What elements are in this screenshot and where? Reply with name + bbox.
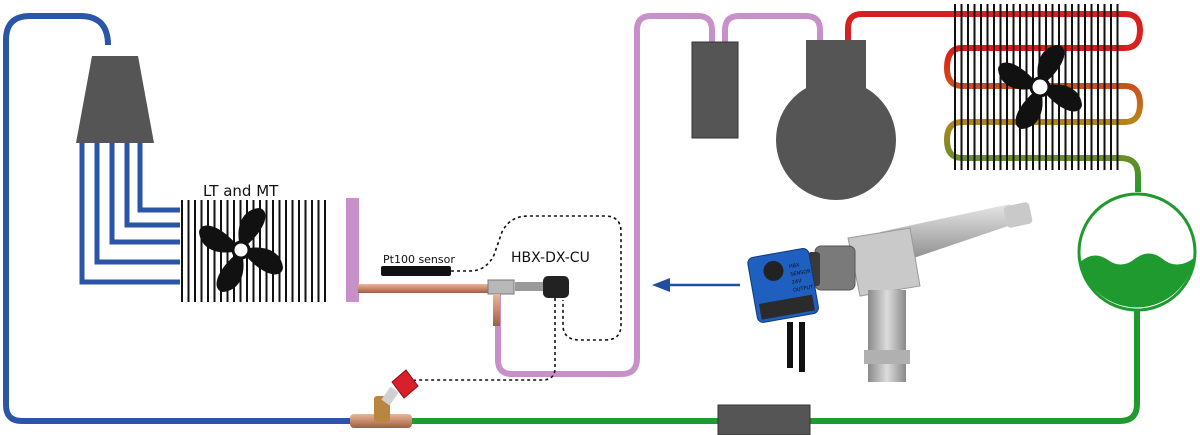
suction-line	[3, 13, 362, 424]
expansion-valve	[350, 369, 419, 428]
filter-drier	[717, 404, 811, 435]
device-text-3: OUTPUT	[793, 284, 815, 294]
copper-suction-pipe	[358, 284, 498, 293]
evaporator-label: LT and MT	[203, 182, 279, 200]
pt100-sensor	[381, 266, 451, 276]
condenser-fins	[954, 4, 1119, 170]
liquid-line	[410, 310, 1140, 424]
device-text-1: SENSOR	[790, 268, 812, 278]
device-text-2: 24V	[791, 278, 802, 286]
compressor-body	[776, 80, 896, 200]
controller-body	[487, 279, 515, 295]
distributor	[76, 56, 154, 143]
fan-icon	[998, 45, 1082, 129]
fan-icon	[199, 208, 283, 292]
signal-wires	[399, 215, 622, 391]
controller-head	[543, 276, 569, 298]
hbx-sensor-device: HBX SENSOR 24V OUTPUT	[747, 202, 1033, 382]
liquid-receiver	[1077, 192, 1197, 312]
evaporator-header	[346, 198, 359, 302]
controller-connector	[515, 282, 545, 291]
suction-gas-line	[495, 13, 823, 377]
sensor-label: Pt100 sensor	[383, 253, 455, 266]
discharge-line	[845, 11, 1144, 51]
controller-stem	[493, 294, 500, 326]
device-text-0: HBX	[789, 262, 801, 270]
flow-arrow-icon	[652, 278, 740, 292]
oil-separator	[691, 41, 739, 139]
controller-label: HBX-DX-CU	[511, 250, 590, 266]
